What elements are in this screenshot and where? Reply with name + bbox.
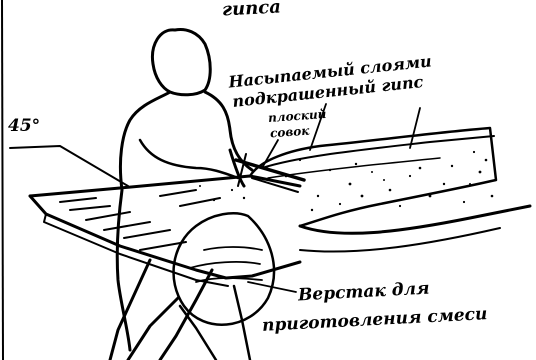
table-leg-cross xyxy=(128,298,178,360)
gypsum-speckles xyxy=(199,151,493,211)
tool-label-line2: совок xyxy=(270,125,310,140)
angle-label: 45° xyxy=(8,118,40,135)
left-border-line xyxy=(2,0,3,360)
gypsum-leader-line xyxy=(310,104,420,150)
table-leg-cross xyxy=(180,306,216,360)
gypsum-mass xyxy=(250,128,496,226)
top-label: гипса xyxy=(222,0,282,20)
mixture-streaks xyxy=(60,190,220,250)
angle-leader-line xyxy=(10,146,128,186)
person-arm xyxy=(140,140,238,178)
